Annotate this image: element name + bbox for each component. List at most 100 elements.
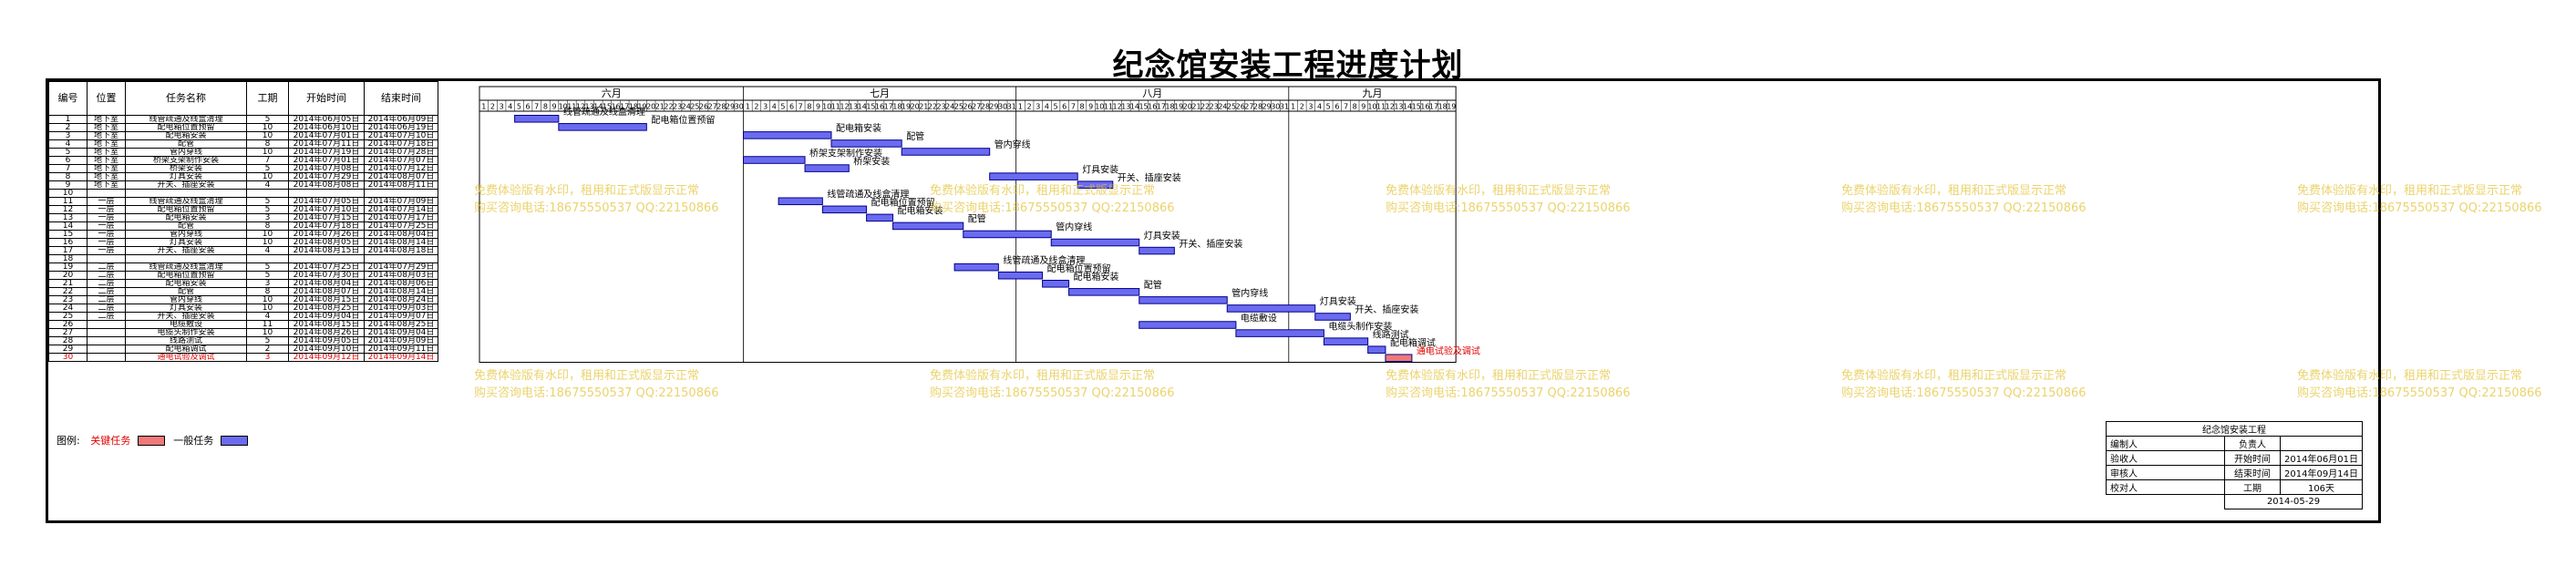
- day-label: 29: [989, 103, 998, 111]
- day-label: 22: [1200, 103, 1210, 111]
- signoff-date: 2014-05-29: [2224, 494, 2363, 509]
- day-label: 6: [789, 103, 794, 111]
- day-label: 16: [875, 103, 884, 111]
- day-label: 10: [1095, 103, 1104, 111]
- day-label: 24: [682, 103, 691, 111]
- day-label: 9: [1361, 103, 1365, 111]
- day-label: 3: [1308, 103, 1313, 111]
- task-bar-label: 灯具安装: [1082, 163, 1118, 175]
- task-bar: [1068, 288, 1140, 296]
- task-bar-label: 管内穿线: [994, 139, 1031, 150]
- day-label: 11: [1104, 103, 1113, 111]
- task-bar-label: 灯具安装: [1320, 295, 1356, 307]
- day-label: 12: [840, 103, 849, 111]
- day-label: 20: [911, 103, 920, 111]
- legend-critical-swatch: [137, 435, 165, 446]
- task-bar: [1226, 304, 1316, 313]
- day-label: 27: [708, 103, 717, 111]
- day-label: 14: [1130, 103, 1139, 111]
- task-bar-label: 配管: [968, 213, 986, 225]
- day-label: 5: [517, 103, 521, 111]
- day-label: 22: [928, 103, 937, 111]
- header-duration: 工期: [246, 81, 289, 116]
- day-label: 16: [1148, 103, 1157, 111]
- day-label: 6: [1062, 103, 1066, 111]
- task-bar: [989, 172, 1078, 180]
- day-label: 18: [892, 103, 902, 111]
- task-bar-label: 管内穿线: [1231, 287, 1268, 299]
- day-label: 9: [1088, 103, 1093, 111]
- day-label: 2: [490, 103, 495, 111]
- task-bar: [1050, 238, 1140, 247]
- task-bar-label: 线管疏通及线盒清理: [1003, 254, 1085, 266]
- day-label: 10: [559, 103, 568, 111]
- day-label: 9: [551, 103, 556, 111]
- day-label: 19: [902, 103, 911, 111]
- day-label: 21: [1191, 103, 1200, 111]
- day-label: 1: [1018, 103, 1023, 111]
- task-bar: [1323, 337, 1369, 345]
- task-bar-label: 配管: [906, 130, 924, 142]
- day-label: 18: [629, 103, 638, 111]
- signoff-label: 校对人: [2106, 479, 2225, 495]
- task-bar: [953, 262, 999, 272]
- day-label: 2: [1300, 103, 1304, 111]
- task-bar: [1314, 313, 1351, 321]
- day-label: 14: [593, 103, 603, 111]
- task-bar: [901, 148, 991, 156]
- day-label: 4: [772, 103, 777, 111]
- day-label: 8: [543, 103, 548, 111]
- day-label: 17: [620, 103, 629, 111]
- day-label: 1: [481, 103, 486, 111]
- month-label: 六月: [602, 87, 622, 99]
- task-bar: [1139, 321, 1237, 329]
- day-label: 19: [637, 103, 646, 111]
- day-label: 23: [937, 103, 946, 111]
- task-bar-label: 电缆头制作安装: [1328, 320, 1392, 332]
- task-bar: [963, 230, 1052, 239]
- task-bar-label: 开关、插座安装: [1179, 238, 1242, 250]
- day-label: 11: [831, 103, 840, 111]
- day-label: 29: [726, 103, 735, 111]
- day-label: 3: [500, 103, 504, 111]
- cell-end: 2014年09月14日: [364, 353, 438, 362]
- day-label: 4: [1317, 103, 1322, 111]
- day-label: 21: [655, 103, 665, 111]
- task-bar: [778, 197, 823, 206]
- day-label: 2: [754, 103, 758, 111]
- task-bar: [1235, 329, 1324, 337]
- table-row: 10: [48, 189, 438, 198]
- day-label: 16: [1420, 103, 1429, 111]
- day-label: 8: [1079, 103, 1084, 111]
- signoff-table: 纪念馆安装工程 编制人 负责人 验收人 开始时间 2014年06月01日 审核人…: [2106, 421, 2363, 509]
- task-bar-label: 开关、插座安装: [1118, 171, 1181, 183]
- signoff-label: 验收人: [2106, 450, 2225, 466]
- task-bar: [743, 156, 806, 164]
- signoff-label: 编制人: [2106, 436, 2225, 451]
- critical-task-bar: [1385, 354, 1413, 363]
- outer-frame: [46, 78, 2381, 523]
- day-label: 11: [567, 103, 576, 111]
- task-bar-label: 配电箱位置预留: [1047, 262, 1111, 274]
- day-label: 30: [998, 103, 1007, 111]
- day-label: 29: [1262, 103, 1272, 111]
- day-label: 7: [534, 103, 539, 111]
- day-label: 8: [1353, 103, 1357, 111]
- day-label: 1: [1291, 103, 1295, 111]
- day-label: 10: [1367, 103, 1376, 111]
- header-task-name: 任务名称: [125, 81, 247, 116]
- day-label: 31: [1280, 103, 1289, 111]
- task-bar-label: 配电箱安装: [1074, 271, 1119, 283]
- legend: 图例: 关键任务 一般任务: [57, 433, 253, 448]
- signoff-label: 审核人: [2106, 465, 2225, 480]
- day-label: 23: [1210, 103, 1219, 111]
- header-start: 开始时间: [288, 81, 365, 116]
- task-bar-label: 配电箱位置预留: [871, 197, 935, 209]
